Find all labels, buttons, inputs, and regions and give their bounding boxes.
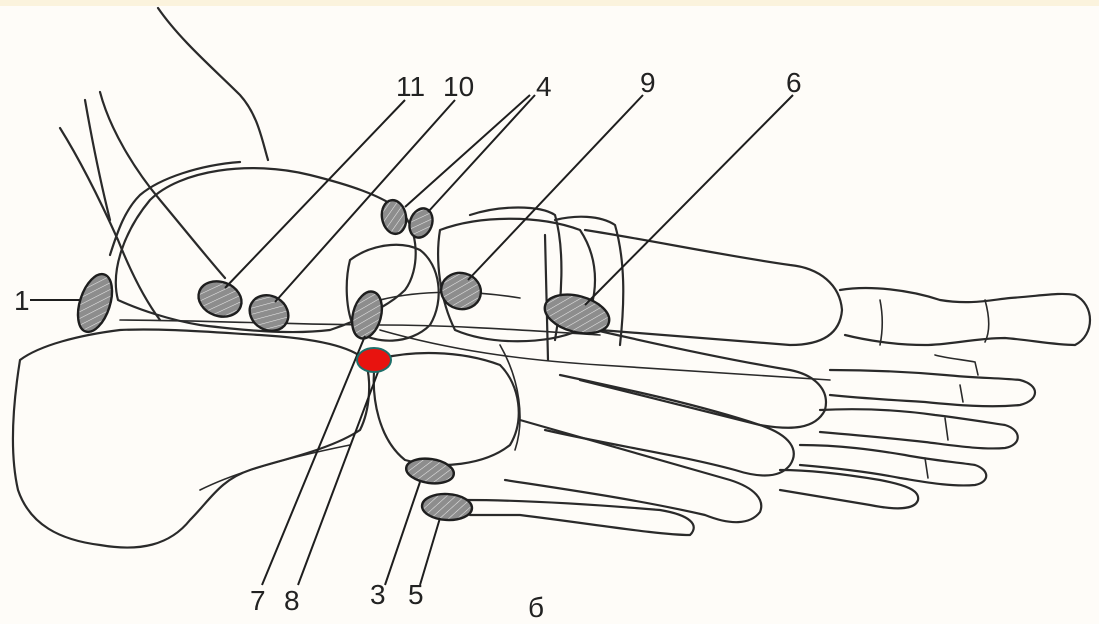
label-3: 3 <box>370 579 386 610</box>
leader-11 <box>224 99 406 289</box>
ligament-area-4a <box>380 198 408 236</box>
ligament-area-5 <box>420 492 474 522</box>
ligament-areas <box>76 198 611 522</box>
label-7: 7 <box>250 585 266 616</box>
red-point-marker <box>356 347 392 373</box>
ligament-area-3 <box>404 457 456 485</box>
label-10: 10 <box>443 71 474 102</box>
label-4: 4 <box>536 71 552 102</box>
label-11: 11 <box>396 71 425 102</box>
midfoot-bones <box>345 217 596 467</box>
label-1: 1 <box>14 285 30 316</box>
phalanx-bones <box>778 286 1091 510</box>
label-9: 9 <box>640 67 656 98</box>
leader-6 <box>584 94 794 306</box>
ligament-area-7 <box>350 290 384 340</box>
leader-3 <box>384 481 421 586</box>
leader-4a <box>404 94 531 208</box>
ligament-area-1 <box>76 272 114 334</box>
ligament-area-11 <box>197 280 243 318</box>
number-labels: 1 11 10 4 9 6 7 8 3 5 б <box>14 67 802 623</box>
leader-5 <box>419 517 441 586</box>
leader-8 <box>297 371 379 586</box>
figure-caption: б <box>528 592 544 623</box>
cuneiform-bones <box>468 206 625 362</box>
label-5: 5 <box>408 579 424 610</box>
leader-10 <box>274 99 456 303</box>
label-6: 6 <box>786 67 802 98</box>
leader-lines <box>30 94 794 586</box>
leader-9 <box>467 94 644 281</box>
metatarsal-bones <box>463 228 844 537</box>
ligament-area-6 <box>543 293 611 335</box>
leg-bones <box>58 6 270 322</box>
leader-7 <box>261 335 366 586</box>
calcaneus-bone <box>11 328 371 549</box>
ligament-area-9 <box>439 271 483 311</box>
label-8: 8 <box>284 585 300 616</box>
ligament-area-4b <box>408 207 434 239</box>
leader-4b <box>427 94 536 213</box>
